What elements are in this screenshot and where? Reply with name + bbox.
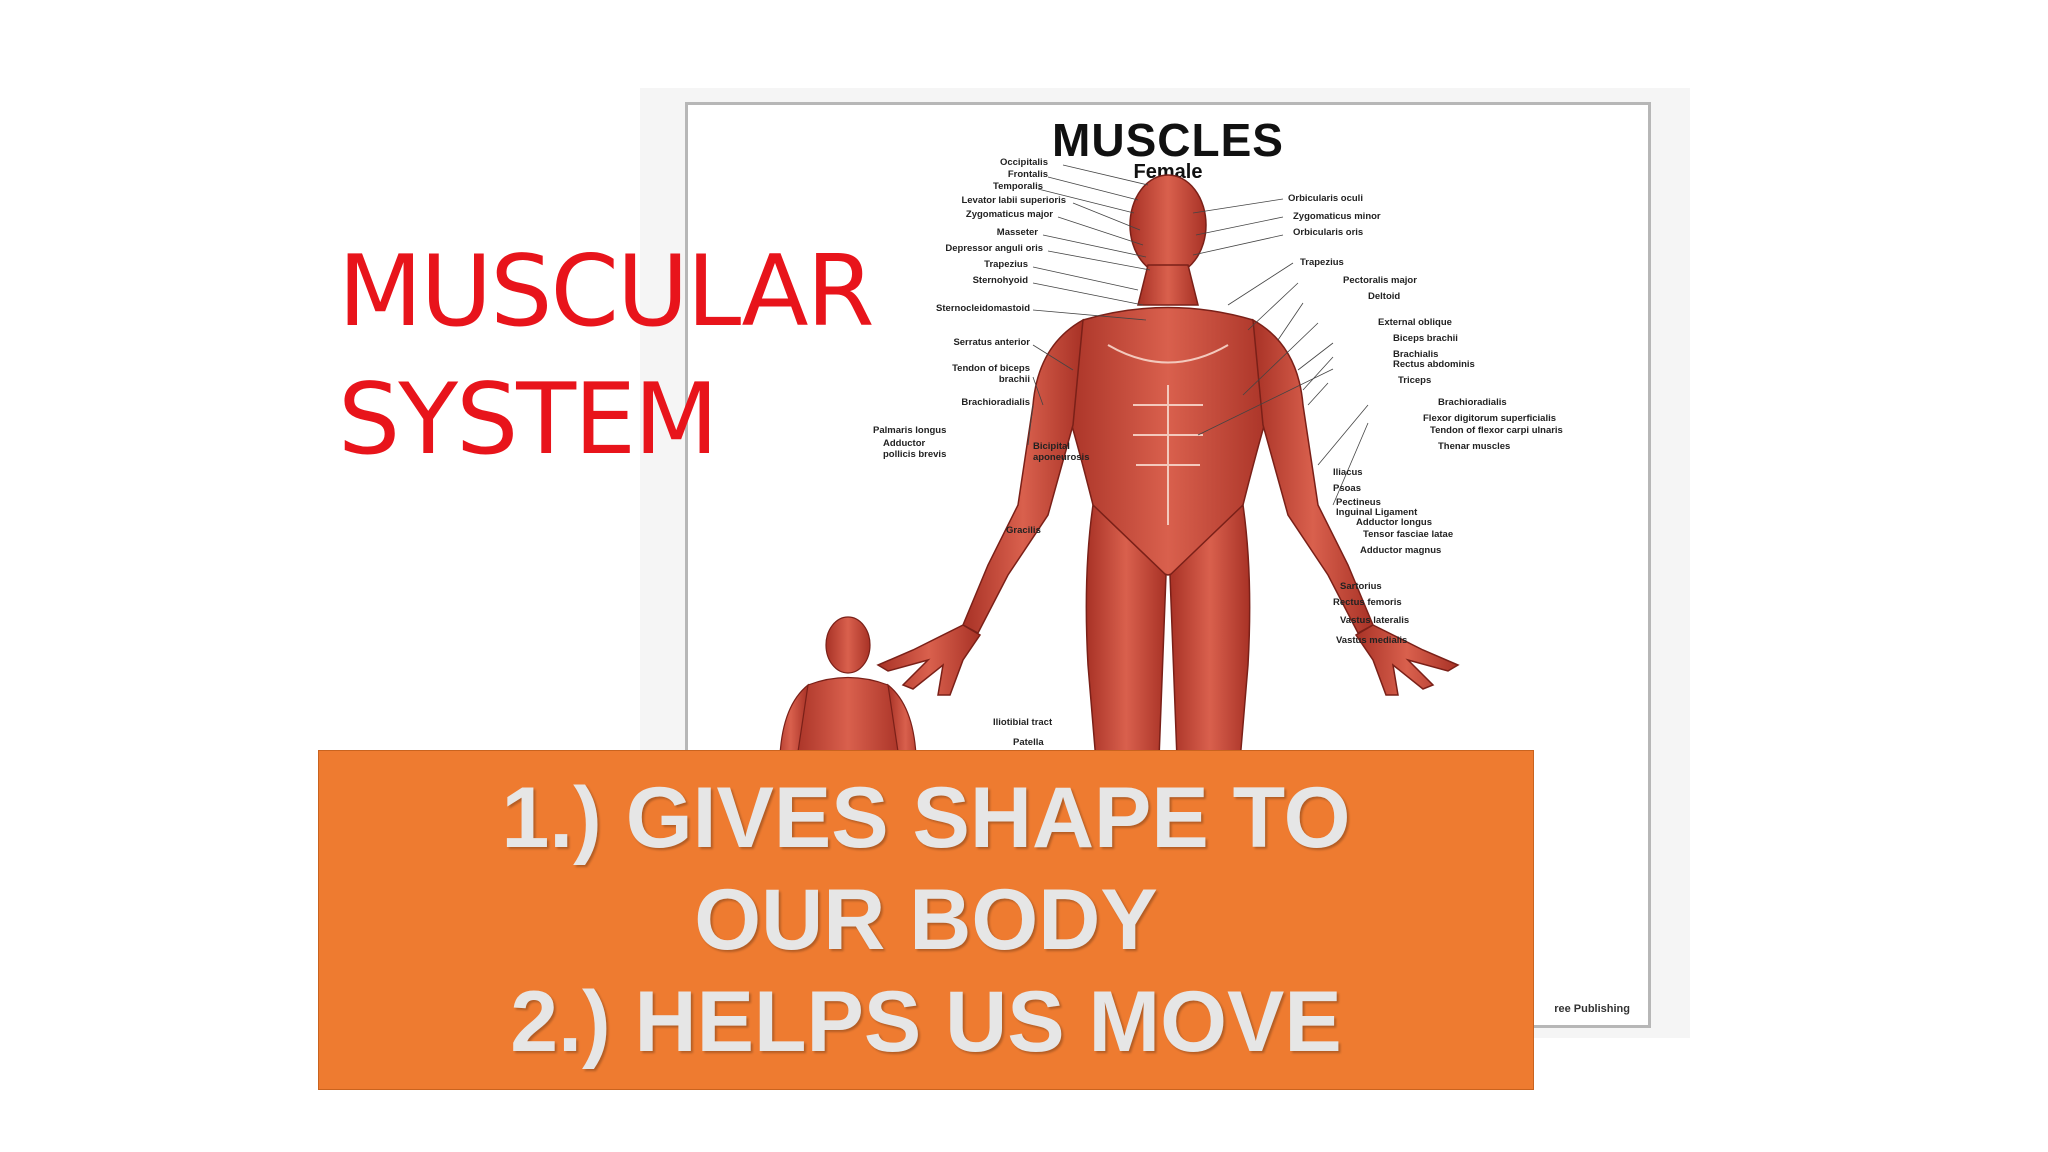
label-frontalis: Frontalis [1007, 169, 1048, 180]
label-thenar-muscles: Thenar muscles [1438, 441, 1511, 452]
key-points-callout: 1.) GIVES SHAPE TO OUR BODY 2.) HELPS US… [318, 750, 1534, 1090]
label-triceps: Triceps [1398, 375, 1432, 386]
label-temporalis: Temporalis [993, 181, 1043, 192]
label-levator-labii: Levator labii superioris [961, 195, 1066, 206]
label-inguinal-ligament: Inguinal Ligament [1336, 507, 1418, 518]
callout-line-3: 2.) HELPS US MOVE [510, 974, 1342, 1070]
label-brachialis: Brachialis [1393, 349, 1439, 360]
label-sternocleidomastoid: Sternocleidomastoid [936, 303, 1030, 314]
poster-subtitle: Female [1133, 161, 1203, 183]
poster-title: MUSCLES [1052, 114, 1284, 166]
label-sternohyoid: Sternohyoid [972, 275, 1028, 286]
label-gracilis: Gracilis [1006, 525, 1041, 536]
label-vastus-medialis: Vastus medialis [1336, 635, 1408, 646]
label-pectineus: Pectineus [1336, 497, 1381, 508]
label-patella: Patella [1013, 737, 1044, 748]
label-tendon-flexor-carpi: Tendon of flexor carpi ulnaris [1430, 425, 1563, 436]
label-trapezius-right: Trapezius [1300, 257, 1344, 268]
label-serratus-anterior: Serratus anterior [953, 337, 1030, 348]
label-iliacus: Iliacus [1333, 467, 1363, 478]
label-flexor-digitorum: Flexor digitorum superficialis [1423, 413, 1557, 424]
label-adductor-pollicis: Adductor pollicis brevis [883, 438, 947, 460]
callout-line-1: 1.) GIVES SHAPE TO [501, 770, 1351, 866]
slide-title-line-2: SYSTEM [338, 363, 719, 477]
label-biceps-brachii: Biceps brachii [1393, 333, 1458, 344]
label-masseter: Masseter [996, 227, 1038, 238]
label-tendon-biceps: Tendon of biceps brachii [952, 363, 1030, 385]
label-psoas: Psoas [1333, 483, 1361, 494]
label-pectoralis-major: Pectoralis major [1343, 275, 1417, 286]
label-orbicularis-oculi: Orbicularis oculi [1288, 193, 1363, 204]
slide-title: MUSCULAR SYSTEM [338, 228, 875, 484]
label-rectus-femoris: Rectus femoris [1333, 597, 1402, 608]
label-external-oblique: External oblique [1378, 317, 1452, 328]
label-brachioradialis-left: Brachioradialis [961, 397, 1030, 408]
label-palmaris-longus: Palmaris longus [873, 425, 947, 436]
label-iliotibial-tract: Iliotibial tract [993, 717, 1053, 728]
label-bicipital-aponeurosis: Bicipital aponeurosis [1033, 441, 1090, 463]
callout-line-2: OUR BODY [694, 872, 1158, 968]
slide-title-line-1: MUSCULAR [338, 235, 875, 349]
poster-publisher: ree Publishing [1554, 1003, 1630, 1015]
label-zygomaticus-major: Zygomaticus major [965, 209, 1053, 220]
label-sartorius: Sartorius [1340, 581, 1382, 592]
label-leader-lines [1027, 164, 1369, 506]
label-zygomaticus-minor: Zygomaticus minor [1293, 211, 1381, 222]
abdominal-lines [1107, 344, 1229, 525]
label-deltoid: Deltoid [1368, 291, 1401, 302]
label-depressor-anguli-oris: Depressor anguli oris [945, 243, 1043, 254]
label-trapezius-left: Trapezius [984, 259, 1028, 270]
label-adductor-longus: Adductor longus [1356, 517, 1432, 528]
label-brachioradialis-right: Brachioradialis [1438, 397, 1507, 408]
label-rectus-abdominis: Rectus abdominis [1393, 359, 1475, 370]
label-vastus-lateralis: Vastus lateralis [1340, 615, 1410, 626]
label-orbicularis-oris: Orbicularis oris [1293, 227, 1364, 238]
label-occipitalis: Occipitalis [999, 157, 1048, 168]
label-adductor-magnus: Adductor magnus [1360, 545, 1442, 556]
label-tensor-fasciae-latae: Tensor fasciae latae [1363, 529, 1454, 540]
